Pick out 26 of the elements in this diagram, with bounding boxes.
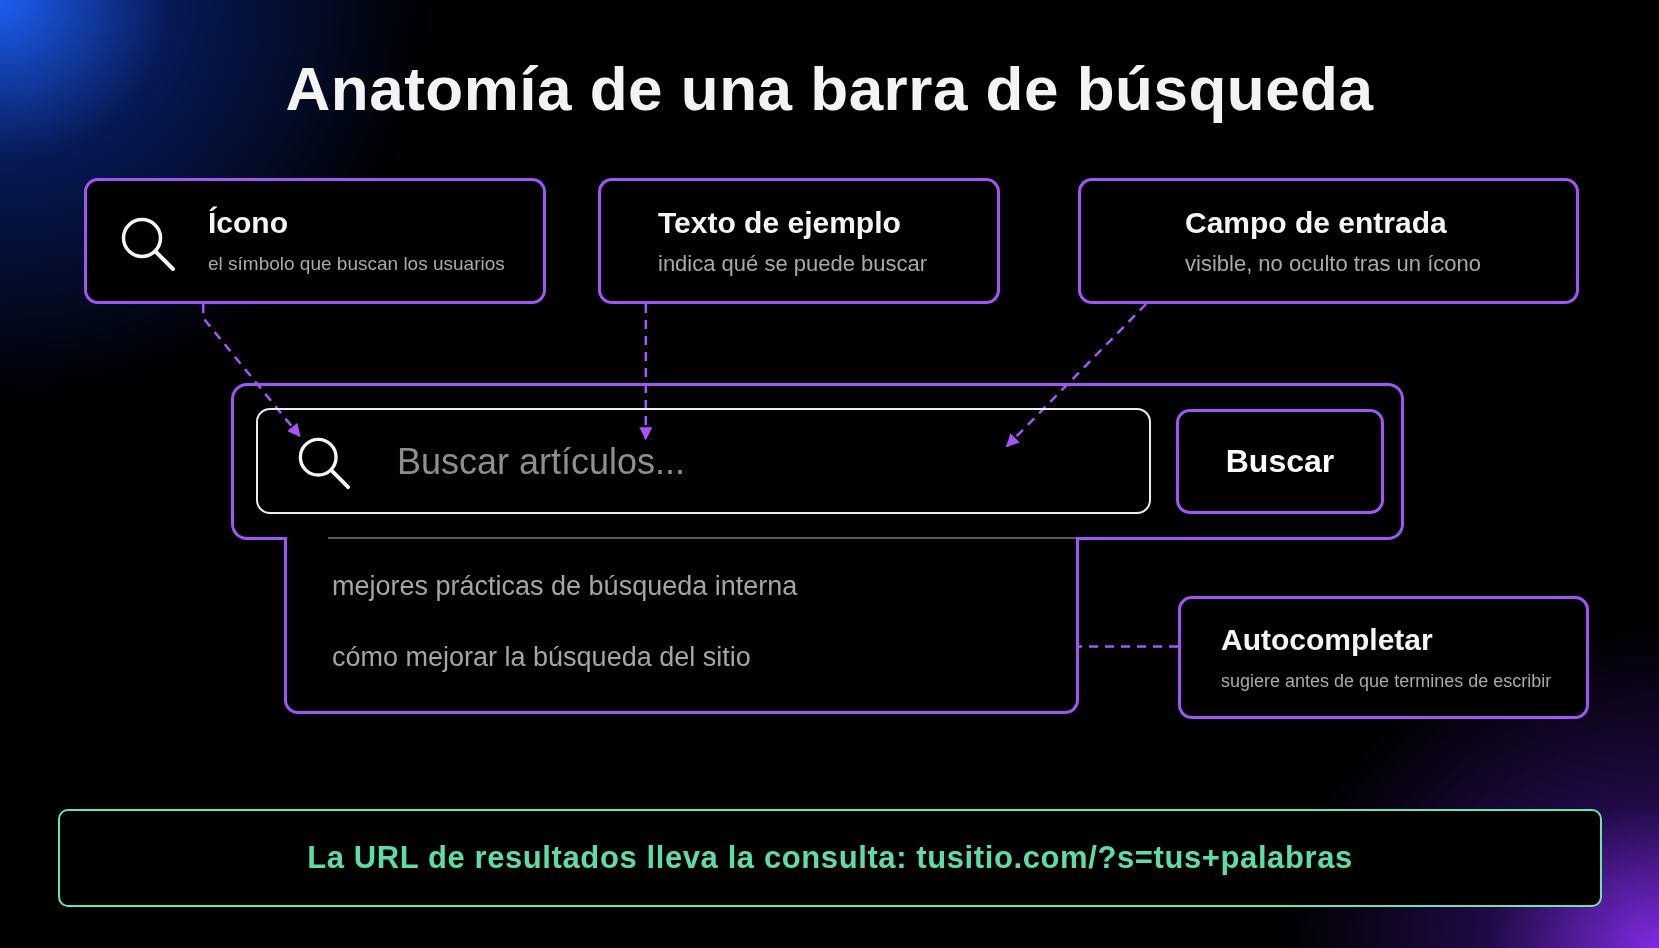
note-banner — [58, 809, 1602, 907]
leader-line — [1006, 303, 1147, 448]
search-input-field — [256, 408, 1151, 514]
suggestion-text: mejores prácticas de búsqueda interna — [332, 570, 798, 602]
callout-description: el símbolo que buscan los usuarios — [208, 252, 505, 276]
note-text: La URL de resultados lleva la consulta: tusitio.com/?s=tus+palabras — [307, 839, 1353, 877]
callout-title: Autocompletar — [1221, 622, 1433, 657]
suggestion-text: cómo mejorar la búsqueda del sitio — [332, 641, 751, 673]
callout-title: Campo de entrada — [1185, 206, 1447, 240]
callout-card — [1078, 178, 1579, 304]
callout-card — [84, 178, 546, 304]
callout-description: visible, no oculto tras un ícono — [1185, 252, 1481, 276]
leader-line — [1079, 645, 1178, 648]
leader-line — [639, 304, 653, 441]
callout-card — [1178, 596, 1589, 719]
diagram-title: Anatomía de una barra de búsqueda — [285, 53, 1374, 125]
placeholder-text: Buscar artículos... — [397, 440, 686, 484]
callout-card — [598, 178, 1000, 304]
callout-description: sugiere antes de que termines de escribir — [1221, 669, 1552, 693]
search-icon — [297, 436, 351, 490]
callout-description: indica qué se puede buscar — [658, 252, 928, 276]
autocomplete-dropdown — [284, 537, 1079, 714]
callout-title: Ícono — [208, 206, 288, 240]
leader-line — [201, 304, 301, 437]
callout-title: Texto de ejemplo — [658, 206, 901, 240]
search-button: Buscar — [1176, 409, 1384, 514]
